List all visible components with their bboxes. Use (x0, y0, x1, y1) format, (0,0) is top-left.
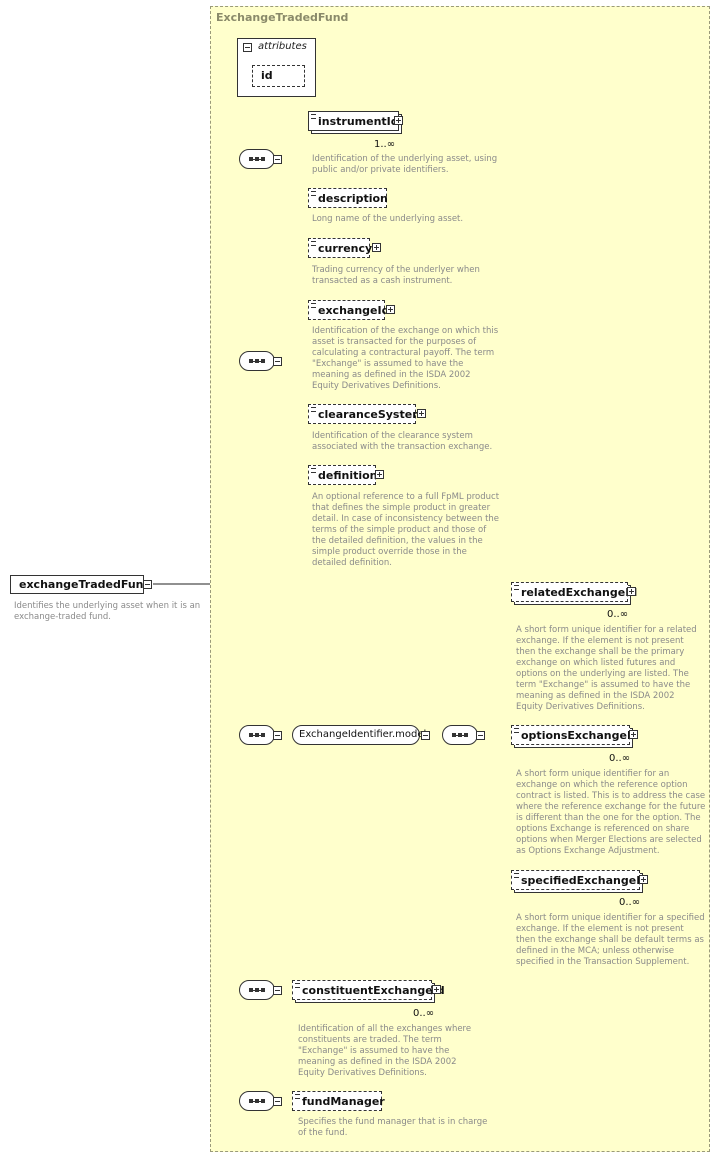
collapse-sequence-icon[interactable] (273, 1097, 282, 1106)
description-clearanceSystem: Identification of the clearance system a… (312, 431, 493, 452)
collapse-sequence-icon[interactable] (273, 986, 282, 995)
sequence-compositor-icon (239, 149, 275, 169)
expand-currency-icon[interactable] (372, 243, 381, 252)
model-group-label: ExchangeIdentifier.model (299, 729, 427, 740)
collapse-sequence-icon[interactable] (273, 357, 282, 366)
description-relatedExchangeId: A short form unique identifier for a rel… (516, 625, 697, 712)
element-exchangeId[interactable]: exchangeId (308, 300, 389, 320)
description-exchangeId: Identification of the exchange on which … (312, 326, 499, 391)
element-currency[interactable]: currency (308, 238, 372, 258)
collapse-sequence-icon[interactable] (476, 731, 485, 740)
description-currency: Trading currency of the underlyer when t… (312, 265, 480, 286)
root-description: Identifies the underlying asset when it … (14, 601, 201, 622)
collapse-root-icon[interactable] (143, 580, 152, 589)
root-element-exchangeTradedFund[interactable]: exchangeTradedFund (10, 575, 151, 594)
element-optionsExchangeId[interactable]: optionsExchangeId (511, 725, 639, 745)
expand-instrumentId-icon[interactable] (394, 116, 403, 125)
description-instrumentId: Identification of the underlying asset, … (312, 154, 498, 175)
occurrence-relatedExchangeId: 0..∞ (607, 609, 629, 620)
collapse-model-icon[interactable] (421, 731, 430, 740)
description-definition: An optional reference to a full FpML pro… (312, 492, 500, 568)
element-definition[interactable]: definition (308, 465, 378, 485)
element-instrumentId[interactable]: instrumentId (308, 111, 399, 131)
occurrence-specifiedExchangeId: 0..∞ (619, 897, 641, 908)
sequence-compositor-icon (442, 725, 478, 745)
element-constituentExchangeId[interactable]: constituentExchangeId (292, 980, 445, 1000)
sequence-compositor-icon (239, 725, 275, 745)
element-relatedExchangeId[interactable]: relatedExchangeId (511, 582, 637, 602)
description-fundManager: Specifies the fund manager that is in ch… (298, 1117, 488, 1138)
description-specifiedExchangeId: A short form unique identifier for a spe… (516, 913, 705, 967)
occurrence-optionsExchangeId: 0..∞ (609, 753, 631, 764)
description-optionsExchangeId: A short form unique identifier for an ex… (516, 769, 706, 856)
expand-clearanceSystem-icon[interactable] (417, 409, 426, 418)
sequence-compositor-icon (239, 351, 275, 371)
root-element-label: exchangeTradedFund (19, 578, 152, 591)
sequence-compositor-icon (239, 1091, 275, 1111)
expand-relatedExchangeId-icon[interactable] (627, 587, 636, 596)
element-description[interactable]: description (308, 188, 388, 208)
type-title: ExchangeTradedFund (216, 11, 349, 24)
collapse-sequence-icon[interactable] (273, 155, 282, 164)
element-fundManager[interactable]: fundManager (292, 1091, 385, 1111)
attributes-title: attributes (258, 41, 307, 52)
element-specifiedExchangeId[interactable]: specifiedExchangeId (511, 870, 648, 890)
element-clearanceSystem[interactable]: clearanceSystem (308, 404, 424, 424)
expand-exchangeId-icon[interactable] (386, 305, 395, 314)
expand-optionsExchangeId-icon[interactable] (629, 730, 638, 739)
expand-definition-icon[interactable] (375, 470, 384, 479)
description-constituentExchangeId: Identification of all the exchanges wher… (298, 1024, 472, 1078)
attribute-id[interactable]: id (252, 65, 305, 87)
collapse-sequence-icon[interactable] (273, 731, 282, 740)
occurrence-constituentExchangeId: 0..∞ (413, 1008, 435, 1019)
occurrence-instrumentId: 1..∞ (374, 139, 396, 150)
description-description: Long name of the underlying asset. (312, 214, 464, 224)
collapse-attributes-icon[interactable] (243, 43, 252, 52)
expand-specifiedExchangeId-icon[interactable] (639, 875, 648, 884)
model-group-exchange-identifier[interactable]: ExchangeIdentifier.model (292, 725, 426, 745)
expand-constituentExchangeId-icon[interactable] (432, 985, 441, 994)
type-container (210, 6, 710, 1152)
sequence-compositor-icon (239, 980, 275, 1000)
